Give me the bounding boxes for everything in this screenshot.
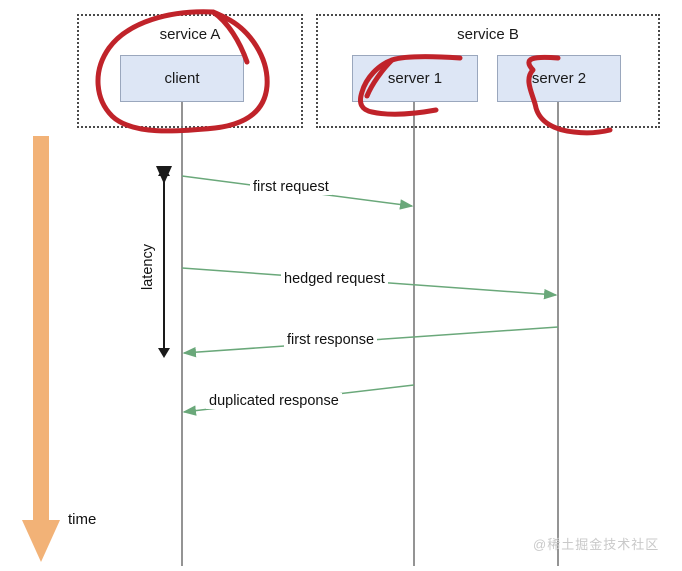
node-server-1[interactable]: server 1	[352, 55, 478, 102]
service-container-a	[77, 14, 303, 128]
annotation-highlight-server-1	[357, 54, 463, 117]
latency-bracket	[156, 166, 172, 358]
latency-label: latency	[140, 244, 156, 290]
node-server-2[interactable]: server 2	[497, 55, 621, 102]
node-client[interactable]: client	[120, 55, 244, 102]
label-first-response: first response	[284, 332, 378, 348]
service-a-title: service A	[159, 26, 221, 43]
label-duplicated-response: duplicated response	[206, 393, 342, 409]
watermark: @稀土掘金技术社区	[533, 537, 660, 552]
service-b-title: service B	[457, 26, 519, 43]
label-first-request: first request	[250, 179, 332, 195]
service-container-b	[316, 14, 660, 128]
time-label: time	[68, 511, 97, 528]
annotation-highlight-client	[95, 9, 270, 134]
annotation-highlight-server-2	[526, 54, 613, 136]
time-arrow	[22, 136, 60, 562]
label-hedged-request: hedged request	[281, 271, 388, 287]
